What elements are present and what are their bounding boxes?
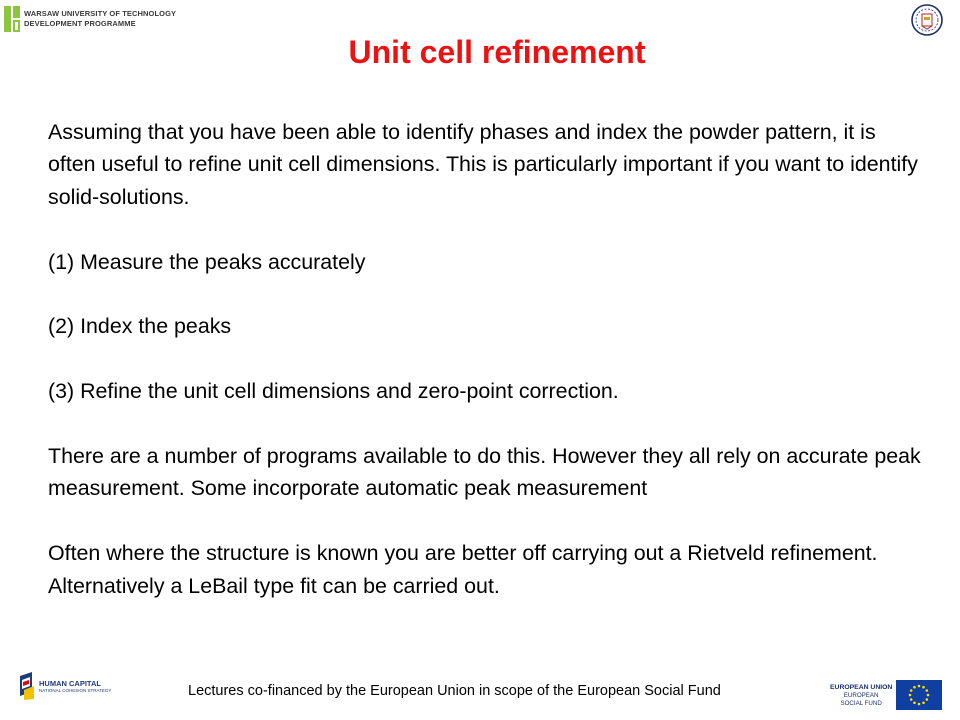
wut-logo-icon — [4, 6, 20, 32]
intro-paragraph: Assuming that you have been able to iden… — [48, 120, 918, 209]
eu-line3: SOCIAL FUND — [840, 699, 882, 707]
step-3: (3) Refine the unit cell dimensions and … — [48, 379, 619, 404]
slide-title: Unit cell refinement — [348, 34, 646, 70]
eu-line2: EUROPEAN — [843, 692, 879, 699]
university-seal-icon — [911, 4, 943, 36]
footer-note: Lectures co-financed by the European Uni… — [188, 683, 721, 699]
eu-line1: EUROPEAN UNION — [830, 684, 893, 691]
human-capital-text: HUMAN CAPITAL NATIONAL COHESION STRATEGY — [39, 679, 111, 694]
eu-flag-icon — [896, 680, 943, 710]
human-capital-line2: NATIONAL COHESION STRATEGY — [39, 687, 112, 693]
eu-logo-text: EUROPEAN UNION EUROPEAN SOCIAL FUND — [830, 683, 892, 707]
institution-line2: DEVELOPMENT PROGRAMME — [24, 19, 136, 28]
slide-body: Assuming that you have been able to iden… — [48, 116, 928, 602]
rietveld-paragraph: Often where the structure is known you a… — [48, 541, 878, 598]
eu-logo: EUROPEAN UNION EUROPEAN SOCIAL FUND — [830, 680, 943, 710]
institution-line1: WARSAW UNIVERSITY OF TECHNOLOGY — [24, 9, 177, 18]
step-2: (2) Index the peaks — [48, 314, 232, 339]
programs-paragraph: There are a number of programs available… — [48, 444, 921, 501]
human-capital-line1: HUMAN CAPITAL — [39, 678, 101, 688]
wut-logo: WARSAW UNIVERSITY OF TECHNOLOGY DEVELOPM… — [4, 6, 176, 32]
human-capital-logo-icon — [20, 672, 34, 700]
wut-logo-text: WARSAW UNIVERSITY OF TECHNOLOGY DEVELOPM… — [24, 9, 176, 29]
human-capital-logo: HUMAN CAPITAL NATIONAL COHESION STRATEGY — [18, 672, 111, 700]
step-1: (1) Measure the peaks accurately — [48, 249, 366, 274]
